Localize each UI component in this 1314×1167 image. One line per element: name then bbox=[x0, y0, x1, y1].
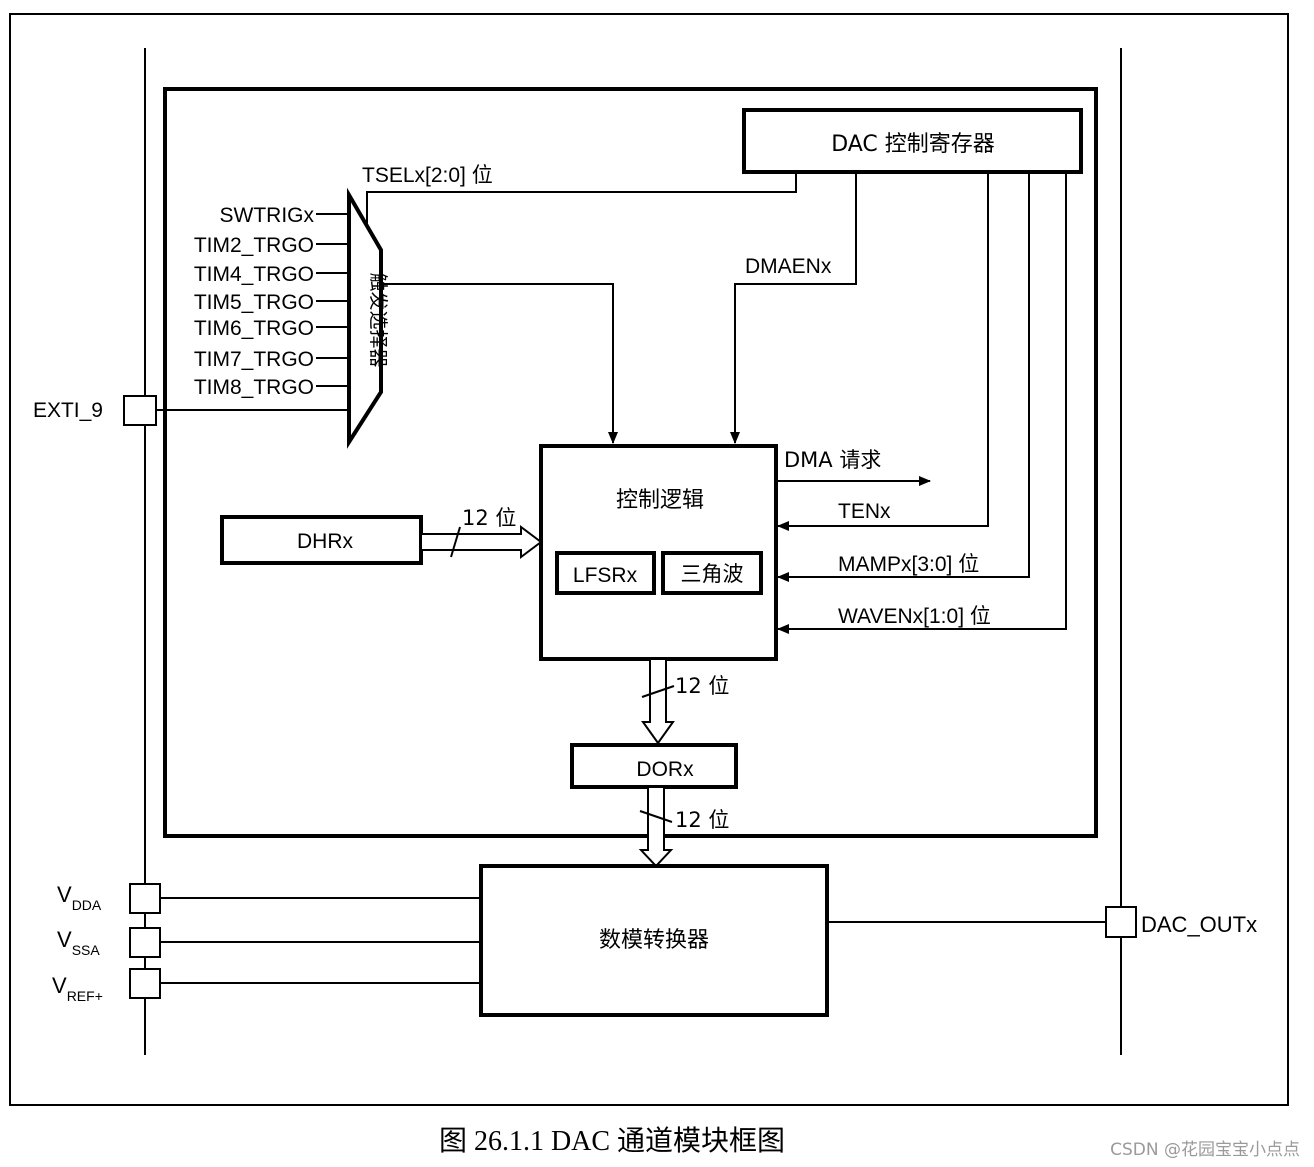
control-logic-label: 控制逻辑 bbox=[616, 488, 704, 513]
tim5-label: TIM5_TRGO bbox=[194, 291, 314, 314]
dhr-bus-arrow bbox=[420, 525, 543, 559]
ten-label: TENx bbox=[838, 500, 891, 523]
tim6-label: TIM6_TRGO bbox=[194, 317, 314, 340]
dac-channel-frame bbox=[163, 87, 1098, 838]
dac-out-label: DAC_OUTx bbox=[1141, 912, 1257, 937]
tsel-label: TSELx[2:0] 位 bbox=[362, 164, 493, 187]
dor-box bbox=[570, 743, 738, 789]
tim8-label: TIM8_TRGO bbox=[194, 376, 314, 399]
dac-control-register-label: DAC 控制寄存器 bbox=[831, 132, 995, 157]
logic-to-dor-bus-arrow bbox=[641, 658, 675, 745]
ten-line bbox=[777, 172, 989, 531]
vssa-main: V bbox=[57, 927, 72, 952]
dhr-bus-slash bbox=[450, 526, 461, 558]
converter-label: 数模转换器 bbox=[599, 928, 709, 953]
vref-pin bbox=[129, 968, 161, 999]
trigger-selector-label: 触发选择器 bbox=[367, 272, 389, 367]
exti-label: EXTI_9 bbox=[33, 399, 103, 422]
mamp-label: MAMPx[3:0] 位 bbox=[838, 553, 979, 576]
dor-to-converter-bus-arrow bbox=[638, 786, 674, 868]
dor-bus-label: 12 位 bbox=[675, 808, 729, 832]
tim7-label: TIM7_TRGO bbox=[194, 348, 314, 371]
waven-line bbox=[777, 172, 1067, 634]
vdda-pin bbox=[129, 883, 161, 914]
vref-sub: REF+ bbox=[67, 988, 103, 1004]
dac-control-register-box bbox=[742, 108, 1083, 174]
tim2-label: TIM2_TRGO bbox=[194, 234, 314, 257]
dhr-bus-label: 12 位 bbox=[462, 506, 516, 530]
tim4-label: TIM4_TRGO bbox=[194, 263, 314, 286]
vssa-label: VSSA bbox=[57, 927, 100, 958]
figure-caption: 图 26.1.1 DAC 通道模块框图 bbox=[439, 1125, 785, 1157]
mamp-line bbox=[777, 172, 1030, 582]
dhr-label: DHRx bbox=[297, 530, 353, 553]
vssa-sub: SSA bbox=[72, 942, 101, 958]
vdda-main: V bbox=[57, 882, 72, 907]
swtrig-label: SWTRIGx bbox=[220, 204, 315, 227]
vref-label: VREF+ bbox=[52, 973, 103, 1004]
logic-bus-label: 12 位 bbox=[675, 674, 729, 698]
trigger-selector-mux bbox=[347, 187, 383, 449]
triangle-wave-box bbox=[661, 551, 763, 595]
converter-box bbox=[479, 864, 829, 1017]
outer-frame bbox=[9, 13, 1289, 1106]
lfsr-box bbox=[555, 551, 656, 595]
dma-request-label: DMA 请求 bbox=[784, 448, 881, 472]
dor-label: DORx bbox=[636, 758, 694, 781]
waven-label: WAVENx[1:0] 位 bbox=[838, 605, 991, 628]
dmaen-line bbox=[730, 172, 857, 444]
triangle-wave-label: 三角波 bbox=[681, 562, 744, 586]
vdda-label: VDDA bbox=[57, 882, 102, 913]
vdda-sub: DDA bbox=[72, 897, 102, 913]
lfsr-label: LFSRx bbox=[573, 564, 638, 587]
tsel-line bbox=[366, 172, 797, 228]
watermark: CSDN @花园宝宝小点点 bbox=[1110, 1140, 1300, 1160]
vssa-pin bbox=[129, 927, 161, 958]
vref-main: V bbox=[52, 973, 67, 998]
logic-bus-slash bbox=[641, 685, 675, 698]
trigger-to-logic-line bbox=[381, 283, 618, 444]
dmaen-label: DMAENx bbox=[745, 255, 832, 278]
dac-out-pin bbox=[1105, 906, 1137, 938]
exti-pin bbox=[123, 395, 157, 426]
dor-bus-slash bbox=[639, 810, 673, 823]
